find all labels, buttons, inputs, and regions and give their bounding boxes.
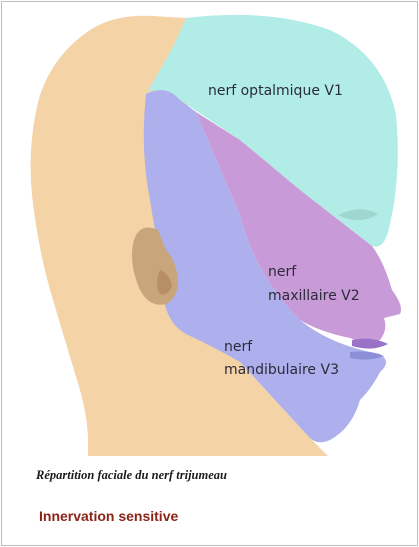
label-v2-line-1: nerf — [268, 264, 297, 280]
label-v3-line-1: nerf — [224, 339, 253, 355]
figure-caption: Répartition faciale du nerf trijumeau — [36, 468, 227, 483]
label-v3-line-2: mandibulaire V3 — [224, 362, 339, 378]
label-v1-line-1: nerf optalmique V1 — [208, 83, 343, 99]
figure-subtitle: Innervation sensitive — [39, 508, 178, 524]
lip-shape — [352, 339, 388, 349]
label-v2-line-2: maxillaire V2 — [268, 288, 360, 304]
label-v1: nerf optalmique V1 — [208, 83, 343, 99]
